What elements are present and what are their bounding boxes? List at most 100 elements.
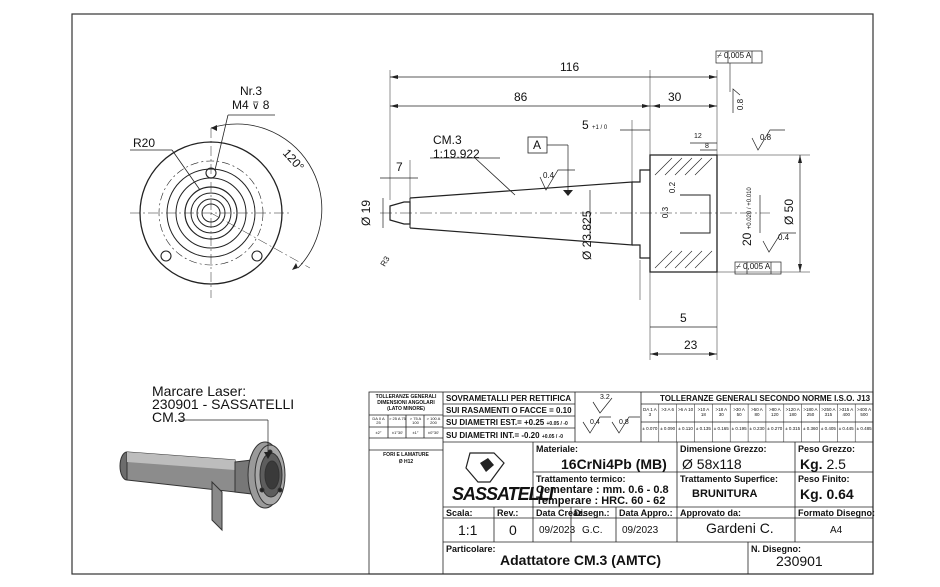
angular-value-cell: ±1° — [412, 430, 419, 435]
iso-range-cell: DA 1 A 3 — [643, 407, 657, 417]
roughness-symbol-1: 3.2 — [600, 394, 610, 401]
final-weight-label: Peso Finito: — [798, 474, 850, 484]
threaded-hole-right — [251, 250, 263, 262]
revision-label: Rev.: — [497, 508, 519, 518]
threaded-hole-left — [160, 250, 172, 262]
iso-value-cell: ± 0.270 — [767, 426, 783, 431]
iso-range-cell: >50 A 80 — [751, 407, 763, 417]
raw-dimension-label: Dimensione Grezzo: — [680, 444, 767, 454]
dim-0-3: 0.3 — [661, 206, 671, 219]
roughness-symbol-2: 0.4 — [590, 419, 600, 426]
drawing-number-label: N. Disegno: — [751, 544, 802, 554]
roughness-symbol-3: 0.8 — [619, 419, 629, 426]
angular-value-cell: ±2° — [375, 430, 382, 435]
material-value: 16CrNi4Pb (MB) — [561, 456, 667, 472]
roughness-flange-top: 0.8 — [760, 133, 772, 142]
isometric-part-view — [119, 441, 286, 532]
angular-value-cell: ±0°30' — [427, 430, 440, 435]
iso-range-cell: >250 A 315 — [821, 407, 836, 417]
iso-value-cell: ± 0.195 — [731, 426, 747, 431]
iso-range-cell: >400 A 500 — [857, 407, 872, 417]
title-block-grid — [368, 391, 874, 575]
iso-range-cell: >3 A 6 — [661, 407, 675, 412]
logo-mark — [465, 452, 505, 483]
iso-range-cell: >30 A 50 — [733, 407, 745, 417]
scale-label: Scala: — [446, 508, 473, 518]
dim-flange-dia: Ø 50 — [782, 198, 796, 225]
iso-range-cell: >315 A 400 — [839, 407, 854, 417]
angular-range-cell: DA 0 A 25 — [372, 416, 385, 425]
dim-taper-dia: Ø 23.825 — [580, 210, 594, 260]
dim-taper-length: 86 — [514, 90, 528, 104]
iso-value-cell: ± 0.135 — [695, 426, 711, 431]
iso-range-cell: >120 A 180 — [785, 407, 800, 417]
raw-weight-value: Kg. 2.5 — [800, 456, 846, 472]
taper-outline — [409, 181, 633, 246]
dim-0-2: 0.2 — [668, 181, 678, 194]
material-label: Materiale: — [536, 444, 579, 454]
iso-range-cell: >180 A 250 — [803, 407, 818, 417]
side-view — [130, 114, 323, 298]
flatness-face: 0.8 — [736, 98, 746, 111]
iso-value-cell: ± 0.090 — [660, 426, 676, 431]
iso-value-cell: ± 0.110 — [678, 426, 693, 431]
surface-treatment-label: Trattamento Superfice: — [680, 474, 779, 484]
iso-range-cell: >80 A 120 — [768, 407, 781, 417]
format-value: A4 — [830, 525, 843, 536]
dim-23-bottom: 23 — [684, 338, 698, 352]
taper-type-label: CM.3 — [433, 133, 462, 147]
iso-range-cell: >10 A 18 — [697, 407, 710, 417]
laser-note-line3: CM.3 — [152, 409, 186, 425]
raw-dimension-value: Ø 58x118 — [682, 456, 742, 472]
grinding-row3: SU DIAMETRI INT.= -0.20 +0.05 / -0 — [446, 431, 564, 440]
part-value: Adattatore CM.3 (AMTC) — [500, 552, 661, 568]
runout-frame-bottom — [734, 261, 782, 275]
heat-treatment-line1: Cementare : mm. 0.6 - 0.8 — [536, 484, 669, 496]
heat-treatment-label: Trattamento termico: — [536, 474, 626, 484]
grinding-title: SOVRAMETALLI PER RETTIFICA — [446, 394, 572, 403]
iso-range-cell: >6 A 10 — [678, 407, 694, 412]
datum-a-label: A — [533, 138, 542, 152]
format-label: Formato Disegno: — [798, 508, 876, 518]
laser-note-line2: 230901 - SASSATELLI — [152, 396, 295, 412]
dim-tang-length: 7 — [396, 160, 403, 174]
roughness-taper: 0.4 — [543, 171, 555, 180]
angular-value-cell: ±1°30' — [391, 430, 404, 435]
roughness-symbols — [582, 397, 640, 434]
surface-treatment-value: BRUNITURA — [692, 488, 758, 500]
laser-note-line1: Marcare Laser: — [152, 383, 247, 399]
dim-5-bottom: 5 — [680, 311, 687, 325]
flange-outline — [649, 154, 718, 273]
dim-tang-dia: Ø 19 — [359, 199, 373, 226]
approved-date-value: 09/2023 — [622, 525, 659, 536]
iso-value-cell: ± 0.405 — [820, 426, 836, 431]
part-label: Particolare: — [446, 544, 496, 554]
iso-value-cell: ± 0.070 — [642, 426, 658, 431]
approved-by-label: Approvato da: — [680, 508, 742, 518]
angular-range-cell: > 100 A 200 — [426, 416, 441, 425]
iso-value-cell: ± 0.165 — [713, 426, 729, 431]
company-logo-text: SASSATELLI — [452, 484, 554, 504]
thread-spec-label: M4 ⊽ 8 — [232, 98, 270, 112]
iso-value-cell: ± 0.445 — [838, 426, 854, 431]
drawing-number-value: 230901 — [776, 553, 823, 569]
iso-value-cell: ± 0.315 — [785, 426, 801, 431]
scale-value: 1:1 — [458, 522, 478, 538]
grinding-row2: SU DIAMETRI EST.= +0.25 +0.05 / -0 — [446, 418, 568, 427]
runout-frame-top — [715, 50, 763, 64]
dim-overall-length: 116 — [560, 60, 580, 74]
profile-view — [380, 50, 810, 360]
dim-bore-dia: 20 +0.020 / +0.010 — [740, 187, 754, 246]
created-date-label: Data Creaz.: — [536, 508, 589, 518]
angular-range-cell: > 25 A 75 — [389, 416, 406, 421]
dim-flange-length: 30 — [668, 90, 682, 104]
angular-tol-title: TOLLERANZE GENERALI DIMENSIONI ANGOLARI … — [375, 394, 437, 412]
runout-bottom-label: ⌿ 0,005 A — [736, 262, 771, 271]
thread-count-label: Nr.3 — [240, 84, 263, 98]
approved-by-value: Gardeni C. — [706, 520, 774, 536]
approved-date-label: Data Appro.: — [619, 508, 673, 518]
iso-tol-title: TOLLERANZE GENERALI SECONDO NORME I.S.O.… — [660, 394, 871, 403]
heat-treatment-line2: Temperare : HRC. 60 - 62 — [536, 495, 666, 507]
roughness-flange-bottom: 0.4 — [778, 233, 790, 242]
